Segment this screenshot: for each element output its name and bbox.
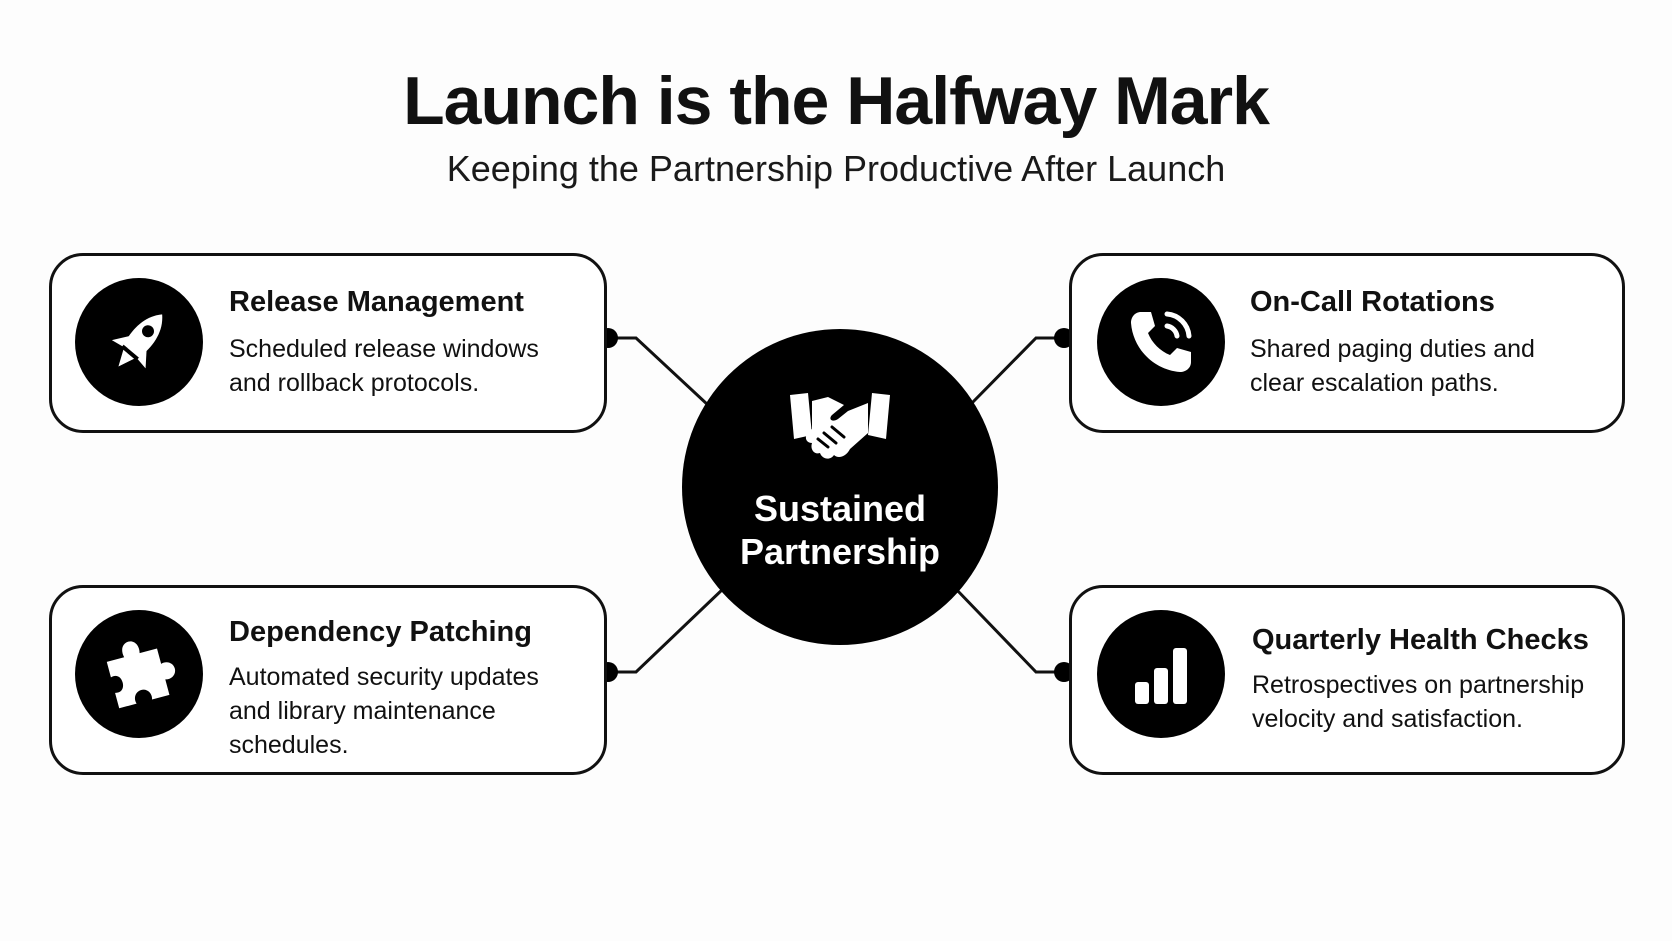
card-title: On-Call Rotations xyxy=(1250,286,1495,318)
hub-label: Sustained Partnership xyxy=(739,488,941,572)
card-description: Automated security updates and library m… xyxy=(229,663,539,759)
connector-on-call-rotations xyxy=(968,336,1064,407)
card-description: Shared paging duties and clear escalatio… xyxy=(1250,335,1535,397)
card-release-management: Release Management Scheduled release win… xyxy=(49,253,607,433)
page-subtitle: Keeping the Partnership Productive After… xyxy=(446,148,1226,189)
card-quarterly-health-checks: Quarterly Health Checks Retrospectives o… xyxy=(1069,585,1625,775)
card-description: Retrospectives on partnership velocity a… xyxy=(1252,671,1585,733)
phone-ringing-icon xyxy=(1097,278,1225,406)
connector-dependency-patching xyxy=(608,586,726,674)
puzzle-piece-icon xyxy=(75,610,203,738)
card-dependency-patching: Dependency Patching Automated security u… xyxy=(49,585,607,775)
connector-quarterly-health-checks xyxy=(953,586,1064,674)
card-title: Release Management xyxy=(229,286,524,318)
handshake-icon xyxy=(788,385,892,474)
connector-release-management xyxy=(608,336,710,407)
page-title: Launch is the Halfway Mark xyxy=(403,63,1270,139)
card-title: Quarterly Health Checks xyxy=(1252,624,1589,656)
hub-circle: Sustained Partnership xyxy=(682,329,998,645)
card-description: Scheduled release windows and rollback p… xyxy=(229,335,539,397)
card-on-call-rotations: On-Call Rotations Shared paging duties a… xyxy=(1069,253,1625,433)
rocket-icon xyxy=(75,278,203,406)
bar-chart-icon xyxy=(1097,610,1225,738)
card-title: Dependency Patching xyxy=(229,616,532,648)
